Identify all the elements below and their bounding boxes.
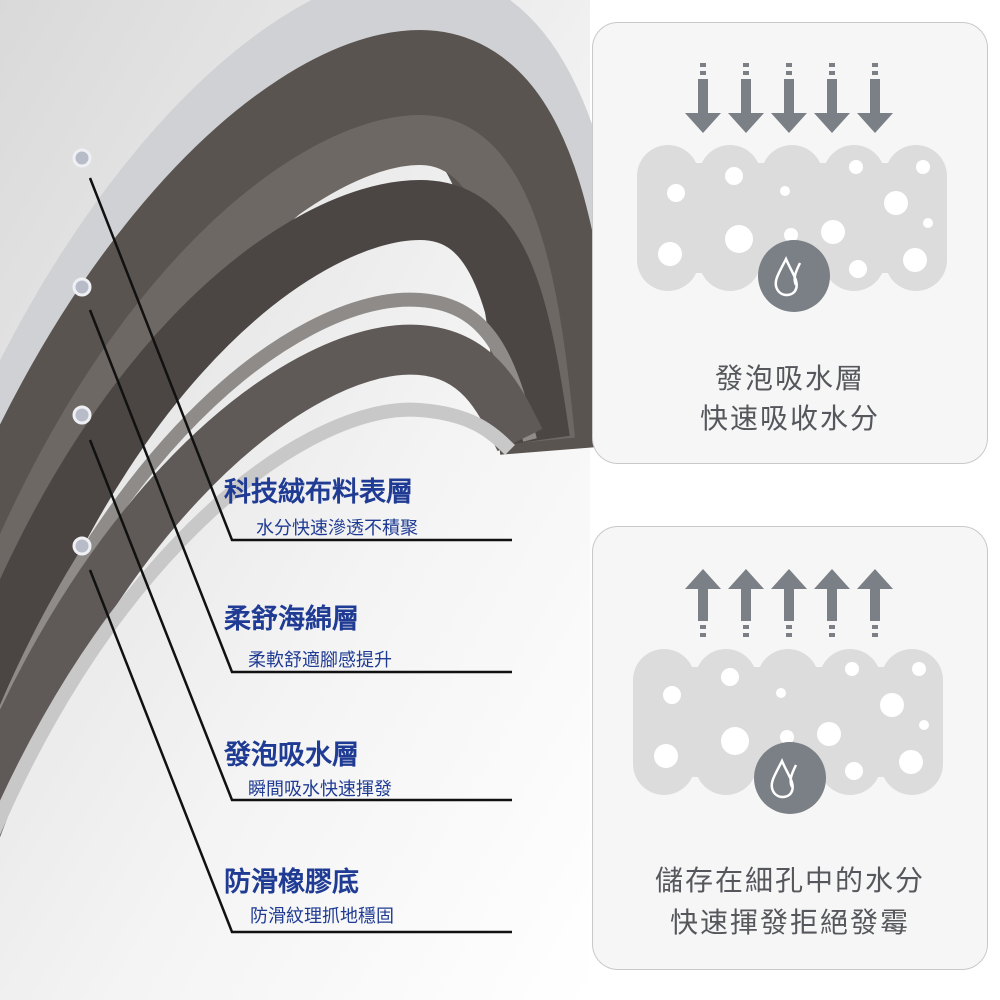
layer-subtitle-fabric: 水分快速滲透不積聚 bbox=[256, 518, 418, 539]
absorb-card: 發泡吸水層 快速吸收水分 bbox=[592, 22, 988, 464]
layer-title-sponge: 柔舒海綿層 bbox=[224, 604, 359, 635]
layer-title-rubber: 防滑橡膠底 bbox=[224, 867, 359, 898]
layer-title-fabric: 科技絨布料表層 bbox=[224, 477, 413, 508]
up-arrows-icon bbox=[685, 569, 893, 637]
evaporate-card: 儲存在細孔中的水分 快速揮發拒絕發霉 bbox=[592, 526, 988, 970]
leader-lines bbox=[88, 177, 512, 934]
layer-marker-dot bbox=[72, 277, 92, 297]
layer-subtitle-sponge: 柔軟舒適腳感提升 bbox=[248, 650, 392, 671]
layer-subtitle-rubber: 防滑紋理抓地穩固 bbox=[250, 906, 394, 927]
layer-marker-dot bbox=[72, 536, 92, 556]
layer-marker-dot bbox=[72, 148, 92, 168]
evaporate-card-line2: 快速揮發拒絕發霉 bbox=[669, 906, 910, 939]
foam-evaporate-diagram bbox=[633, 569, 943, 814]
evaporate-card-line1: 儲存在細孔中的水分 bbox=[654, 864, 925, 897]
down-arrows-icon bbox=[685, 63, 893, 133]
layer-title-foam: 發泡吸水層 bbox=[224, 740, 359, 771]
water-drops-icon bbox=[758, 240, 830, 312]
foam-absorb-diagram bbox=[637, 63, 947, 312]
water-drops-icon bbox=[754, 742, 826, 814]
layer-marker-dot bbox=[72, 405, 92, 425]
absorb-card-line2: 快速吸收水分 bbox=[699, 402, 880, 435]
absorb-card-line1: 發泡吸水層 bbox=[714, 362, 865, 395]
layer-subtitle-foam: 瞬間吸水快速揮發 bbox=[248, 779, 392, 800]
